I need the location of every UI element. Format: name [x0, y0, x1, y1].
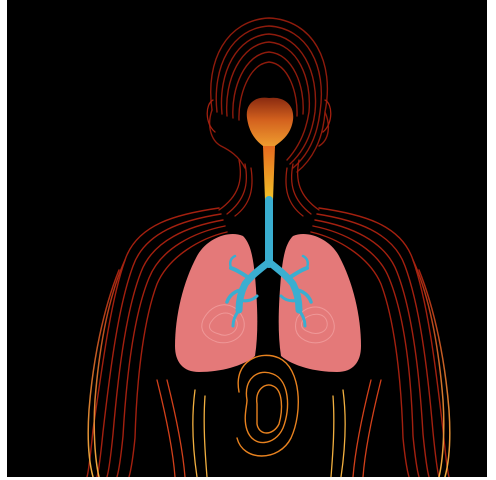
respiratory-illustration [7, 0, 487, 477]
illustration-frame [7, 0, 487, 477]
arm-contours [88, 260, 450, 477]
belly-lines [193, 390, 345, 477]
abdomen-contours [237, 355, 298, 456]
nasal-cavity-blob [247, 98, 293, 148]
left-lung [175, 234, 257, 372]
right-lung [279, 234, 361, 372]
lower-torso-contours [157, 380, 381, 477]
trachea-upper [263, 146, 275, 200]
